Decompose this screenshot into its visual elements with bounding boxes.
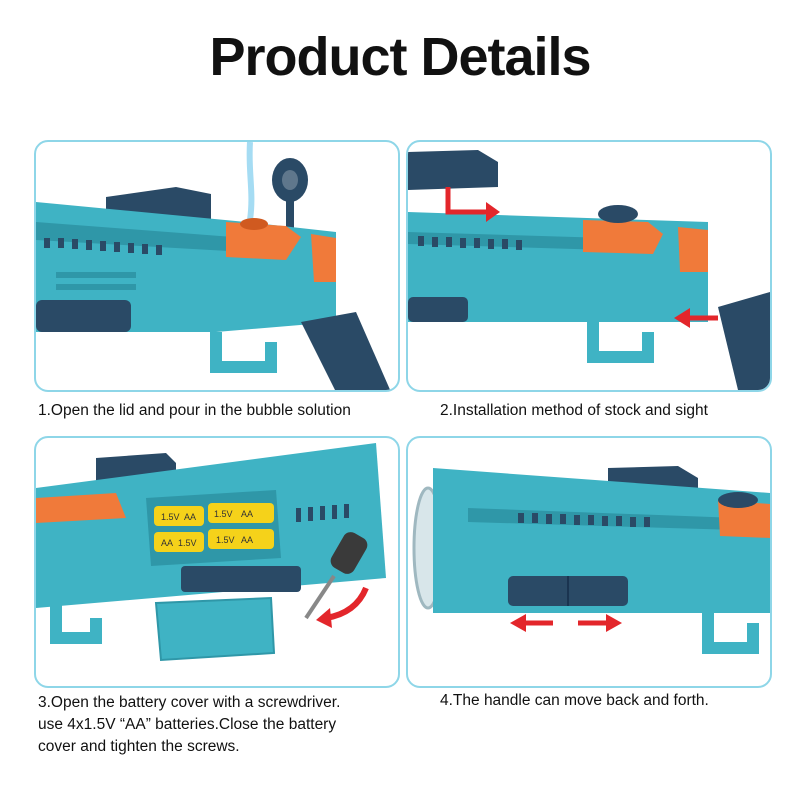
step-1-panel xyxy=(34,140,400,392)
sliding-handle-illustration xyxy=(412,466,770,654)
step-2-caption: 2.Installation method of stock and sight xyxy=(440,402,708,419)
step-3-panel: 1.5V AA 1.5V AA AA 1.5V 1.5V AA xyxy=(34,436,400,688)
battery-label-8: AA xyxy=(241,535,253,545)
step-2-panel xyxy=(406,140,772,392)
battery-label-7: 1.5V xyxy=(216,535,235,545)
page-title: Product Details xyxy=(209,27,591,87)
battery-label-3: 1.5V xyxy=(214,509,233,519)
battery-label-2: AA xyxy=(184,512,196,522)
battery-label-4: AA xyxy=(241,509,253,519)
bubble-lid-illustration xyxy=(36,142,391,390)
battery-label-1: 1.5V xyxy=(161,512,180,522)
step-4-panel xyxy=(406,436,772,688)
step-4-caption: 4.The handle can move back and forth. xyxy=(440,692,709,709)
step-3-caption-line-2: use 4x1.5V “AA” batteries.Close the batt… xyxy=(38,716,337,733)
stock-sight-illustration xyxy=(408,150,770,390)
step-3-caption: 3.Open the battery cover with a screwdri… xyxy=(38,692,340,758)
battery-install-illustration: 1.5V AA 1.5V AA AA 1.5V 1.5V AA xyxy=(36,443,386,662)
battery-label-6: 1.5V xyxy=(178,538,197,548)
step-3-caption-line-3: cover and tighten the screws. xyxy=(38,738,240,755)
step-1-caption: 1.Open the lid and pour in the bubble so… xyxy=(38,402,351,419)
step-3-caption-line-1: 3.Open the battery cover with a screwdri… xyxy=(38,694,341,711)
battery-group xyxy=(154,503,274,552)
battery-label-5: AA xyxy=(161,538,173,548)
screwdriver-icon xyxy=(304,532,368,620)
